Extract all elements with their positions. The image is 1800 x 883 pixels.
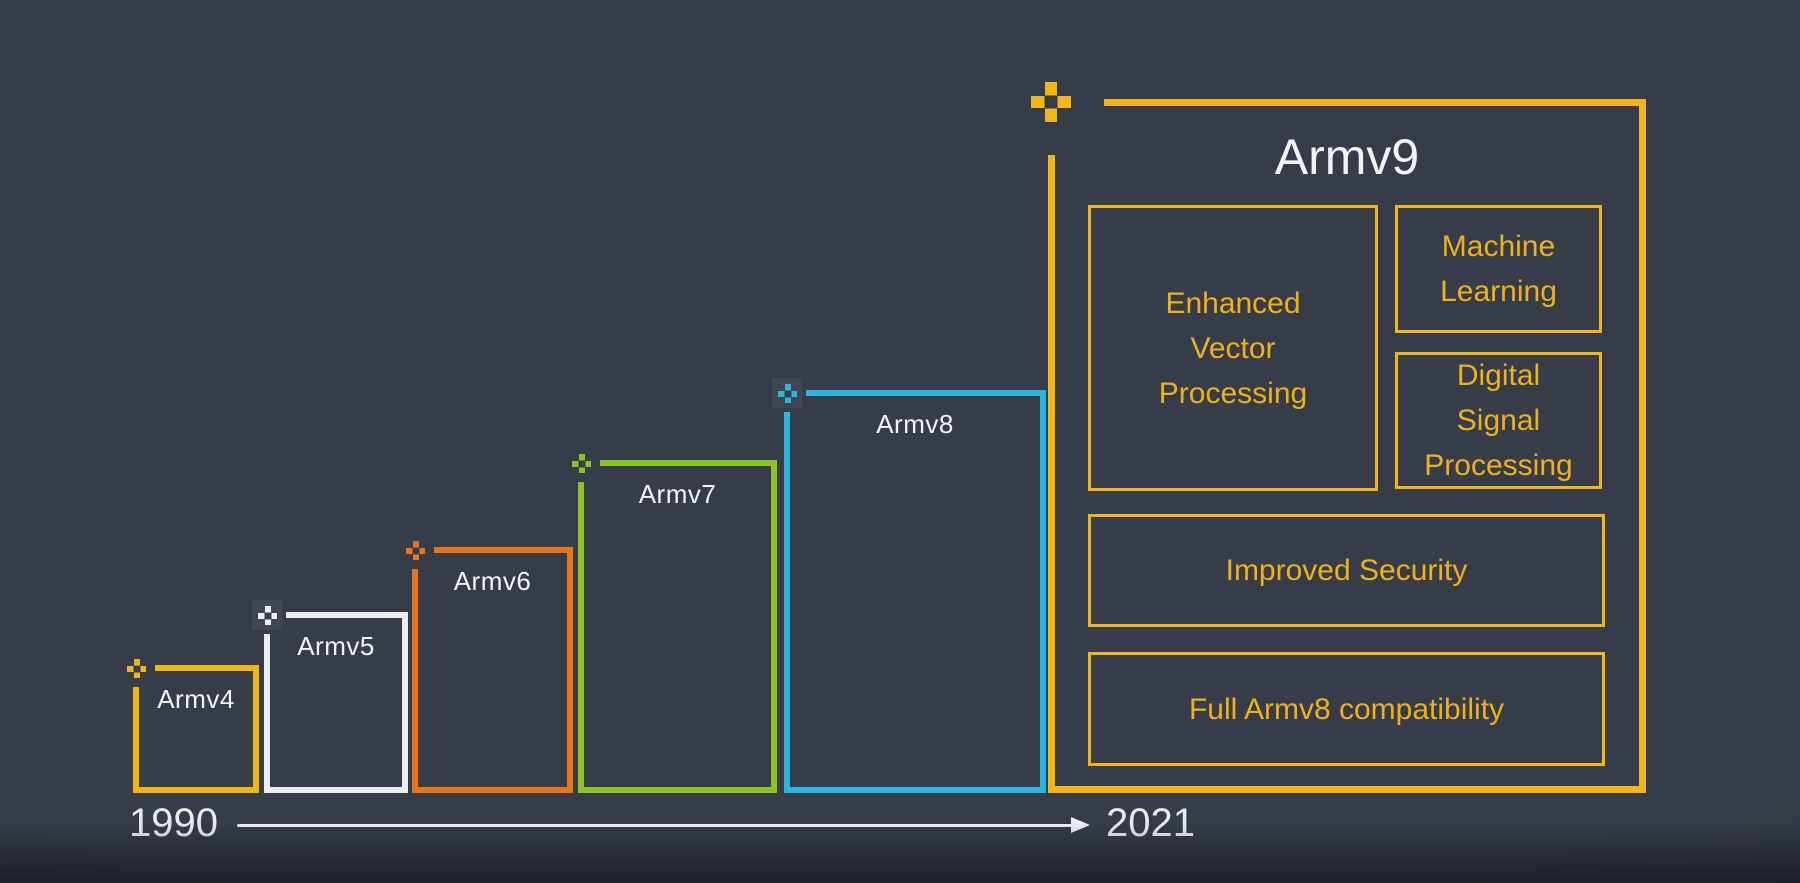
version-label: Armv6: [453, 566, 532, 596]
plus-marker-icon: [406, 541, 425, 560]
plus-marker-icon: [258, 606, 277, 625]
version-label: Armv8: [876, 409, 954, 439]
version-box-armv8: Armv8: [772, 378, 1046, 793]
armv9-box: Armv9 Enhanced Vector Processing Machine…: [1044, 95, 1646, 793]
version-box-armv6: Armv6: [412, 547, 573, 793]
plus-marker-icon: [572, 454, 591, 473]
feature-box-full-armv8-compatibility: Full Armv8 compatibility: [1088, 652, 1605, 766]
timeline-arrowhead-icon: [1071, 817, 1090, 833]
version-box-armv5: Armv5: [252, 600, 408, 793]
timeline-start-year: 1990: [129, 801, 218, 845]
version-box-armv7: Armv7: [578, 460, 777, 793]
plus-marker-icon: [1031, 82, 1071, 122]
feature-label: Machine Learning: [1440, 230, 1557, 308]
feature-box-improved-security: Improved Security: [1088, 514, 1605, 627]
feature-label: Digital Signal Processing: [1424, 359, 1573, 482]
feature-box-enhanced-vector-processing: Enhanced Vector Processing: [1088, 205, 1378, 491]
version-label: Armv4: [157, 684, 235, 714]
armv9-title: Armv9: [1274, 129, 1420, 185]
version-label: Armv5: [297, 631, 375, 661]
feature-label: Enhanced Vector Processing: [1158, 286, 1308, 410]
plus-marker-icon: [127, 659, 146, 678]
feature-label: Improved Security: [1225, 554, 1468, 587]
timeline-arrow-line: [237, 824, 1073, 827]
feature-label: Full Armv8 compatibility: [1188, 692, 1505, 726]
plus-marker-icon: [778, 384, 797, 403]
feature-box-digital-signal-processing: Digital Signal Processing: [1395, 352, 1602, 489]
version-box-armv4: Armv4: [133, 665, 259, 793]
version-label: Armv7: [638, 479, 717, 509]
feature-box-machine-learning: Machine Learning: [1395, 205, 1602, 333]
timeline-end-year: 2021: [1106, 801, 1195, 845]
